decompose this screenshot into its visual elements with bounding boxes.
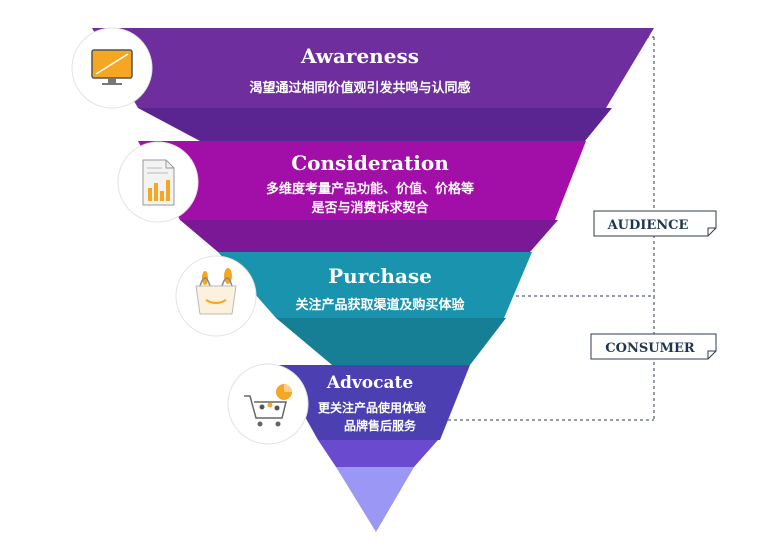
monitor-icon-badge [71,27,153,109]
awareness-desc: 渴望通过相同价值观引发共鸣与认同感 [249,80,470,96]
consumer-tag: CONSUMER [590,333,717,360]
shopping-bag-icon-badge [175,255,257,337]
document-chart-icon-badge [117,141,199,223]
shopping-cart-icon-badge [227,363,309,445]
awareness-band [92,28,654,108]
funnel-connector-4 [318,440,438,467]
purchase-title: Purchase [328,264,432,288]
consideration-desc-line1: 多维度考量产品功能、价值、价格等 [266,181,474,197]
purchase-desc: 关注产品获取渠道及购买体验 [295,297,465,313]
consideration-band [138,141,586,220]
advocate-title: Advocate [326,373,414,393]
advocate-desc-line2: 品牌售后服务 [344,418,417,433]
funnel-connector-1 [138,108,612,141]
funnel-connector-2 [180,220,558,252]
audience-tag: AUDIENCE [593,210,717,237]
shopping-bag-icon [195,268,237,315]
consideration-desc-line2: 是否与消费诉求契合 [310,200,429,216]
funnel-connector-3 [276,318,506,365]
monitor-icon [91,49,133,85]
advocate-band [276,365,470,440]
audience-tag-label: AUDIENCE [607,218,689,233]
consideration-title: Consideration [291,151,449,175]
advocate-desc-line1: 更关注产品使用体验 [318,400,427,415]
consumer-tag-label: CONSUMER [605,341,695,356]
purchase-band [218,252,532,318]
funnel-tip [336,467,414,532]
shopping-cart-icon [244,384,292,427]
awareness-title: Awareness [300,44,419,68]
document-chart-icon [142,159,175,206]
